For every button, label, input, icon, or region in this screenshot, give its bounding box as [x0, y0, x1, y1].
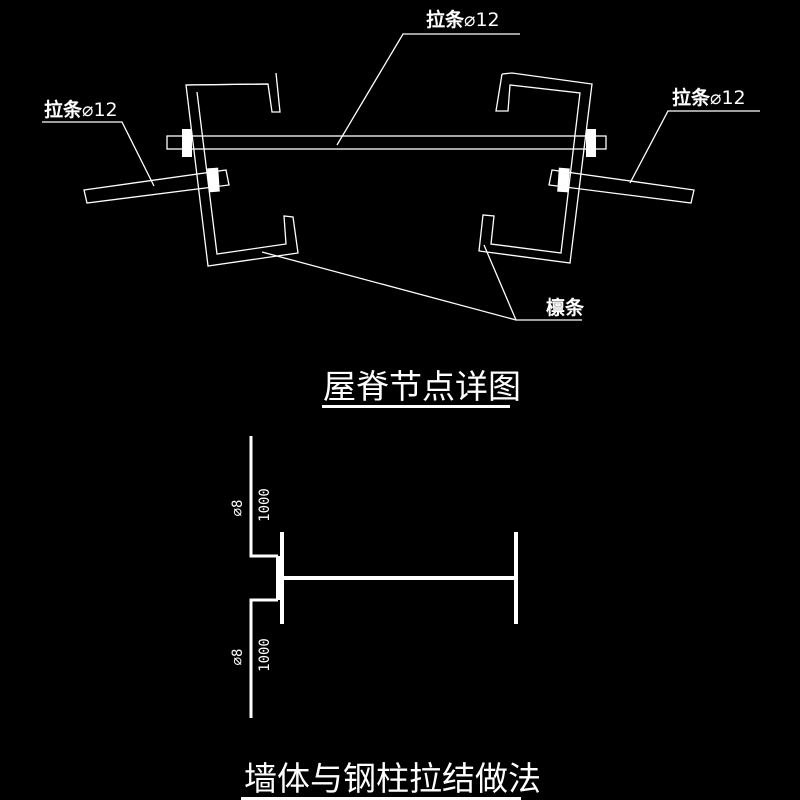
left-tie-rod — [83, 169, 230, 204]
wall-tie-detail-title: 墙体与钢柱拉结做法 — [244, 759, 541, 798]
ridge-detail-title-underline — [322, 405, 510, 408]
right-purlin — [478, 72, 593, 264]
leader-left-tie-rod — [42, 121, 155, 187]
right-top-nut — [586, 129, 596, 157]
left-lower-nut — [207, 167, 220, 193]
left-purlin — [185, 72, 299, 267]
left-purlin-inner — [185, 83, 269, 86]
label-right-tie-rod: 拉条⌀12 — [672, 86, 746, 109]
leader-purlin-right — [483, 244, 582, 321]
lower-rebar — [249, 598, 278, 718]
left-top-nut — [182, 129, 192, 157]
leader-top-tie-rod — [336, 33, 520, 146]
leader-right-tie-rod — [629, 110, 760, 184]
label-purlin: 檩条 — [546, 296, 585, 319]
ridge-node-detail: 拉条⌀12 拉条⌀12 拉条⌀12 檩条 屋脊节点详图 — [42, 8, 760, 408]
label-top-tie-rod: 拉条⌀12 — [426, 8, 500, 31]
leader-purlin-left — [261, 251, 517, 321]
column-web — [284, 576, 514, 580]
label-left-tie-rod: 拉条⌀12 — [44, 98, 118, 121]
upper-rebar — [249, 436, 278, 558]
right-tie-rod — [548, 169, 695, 204]
column-right-flange — [514, 532, 518, 624]
wall-tie-detail: ⌀8 1000 ⌀8 1000 墙体与钢柱拉结做法 — [230, 436, 541, 800]
right-purlin-outline — [478, 72, 593, 264]
lower-rebar-length: 1000 — [257, 638, 273, 672]
upper-rebar-diameter: ⌀8 — [230, 500, 246, 517]
ridge-detail-title: 屋脊节点详图 — [323, 367, 521, 406]
lower-rebar-diameter: ⌀8 — [230, 649, 246, 666]
right-lower-nut — [557, 167, 570, 193]
left-purlin-outer — [185, 72, 299, 267]
wall-tie-detail-title-underline — [241, 797, 521, 800]
top-tie-rod — [166, 135, 607, 150]
column-weld-block — [276, 556, 282, 600]
upper-rebar-length: 1000 — [257, 488, 273, 522]
